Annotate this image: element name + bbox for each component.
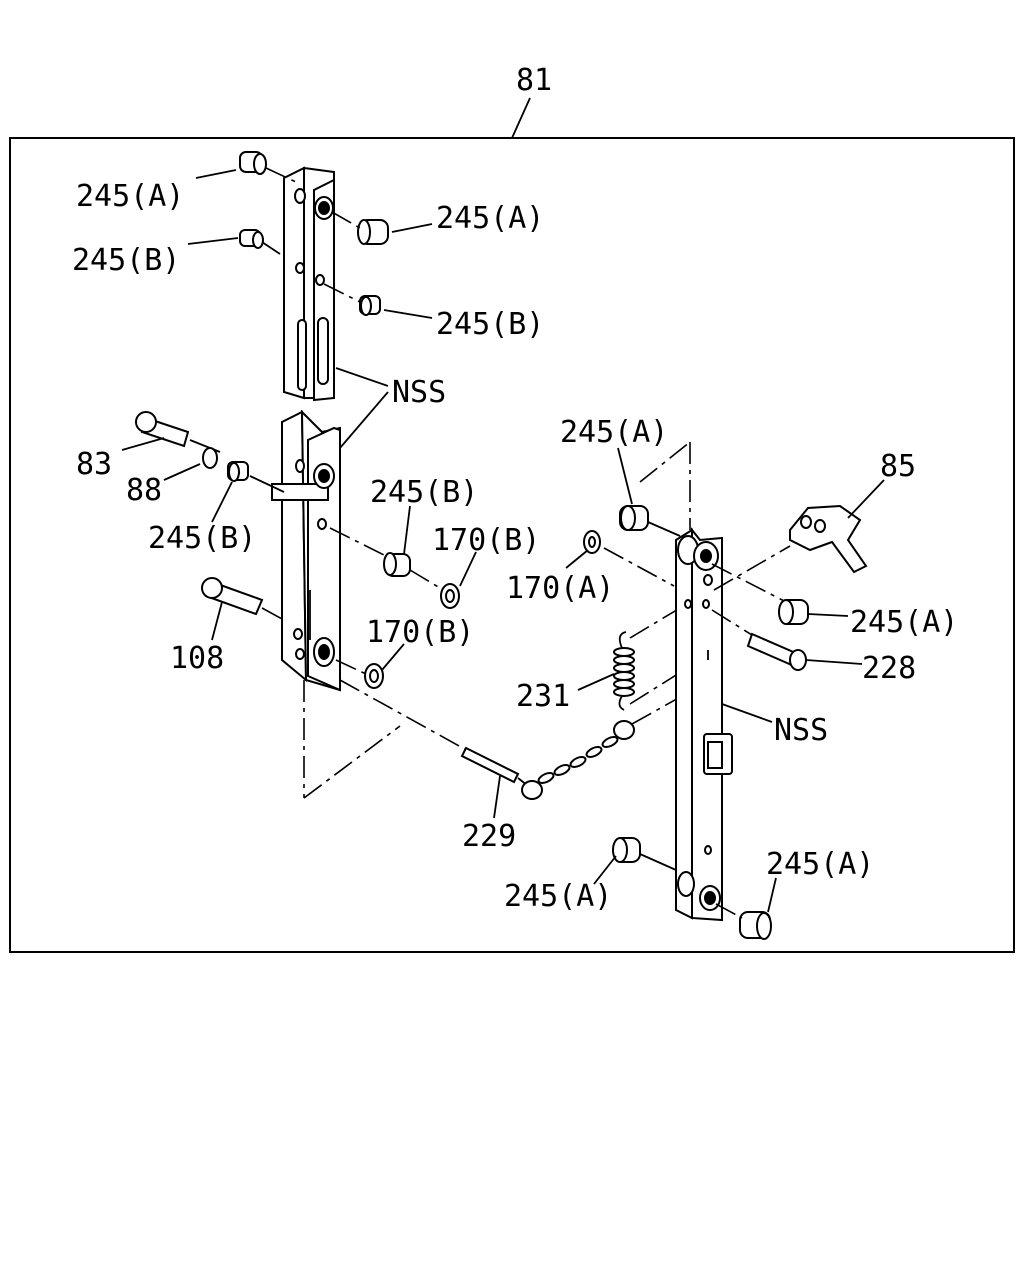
label-231: 231 [516, 679, 570, 714]
label-245b-upper-left: 245(B) [72, 243, 180, 278]
label-229: 229 [462, 819, 516, 854]
bushing-245a-bottom-left [612, 837, 641, 863]
label-245b-lower-left: 245(B) [148, 521, 256, 556]
label-85: 85 [880, 449, 916, 484]
label-83: 83 [76, 447, 112, 482]
washer-88 [202, 447, 218, 469]
label-nss-right: NSS [774, 713, 828, 748]
bushing-245b-lower-left [227, 461, 249, 482]
pin-228 [746, 632, 807, 671]
bushing-245b-middle [383, 552, 411, 577]
label-88: 88 [126, 473, 162, 508]
lower-left-bracket [271, 409, 341, 692]
label-170b-lower: 170(B) [366, 615, 474, 650]
right-long-bracket [675, 527, 733, 922]
latch-85 [789, 504, 868, 574]
upper-left-bracket [283, 166, 335, 402]
label-245b-upper-right: 245(B) [436, 307, 544, 342]
pin-108 [201, 577, 264, 616]
label-170a: 170(A) [506, 571, 614, 606]
bushing-245a-right-top [619, 505, 649, 531]
cable-229 [460, 746, 543, 800]
label-245a-bottom-right: 245(A) [766, 847, 874, 882]
label-245a-upper-left: 245(A) [76, 179, 184, 214]
label-245a-right: 245(A) [850, 605, 958, 640]
bushing-245b-upper-right [359, 295, 381, 316]
bushing-245a-bottom-right [739, 911, 772, 940]
label-245a-upper-right: 245(A) [436, 201, 544, 236]
pin-83 [135, 411, 190, 448]
chain [537, 720, 635, 784]
bushing-245b-upper-left [239, 229, 264, 249]
assembly-label-81: 81 [516, 63, 552, 98]
bushing-245a-upper-left [239, 151, 267, 175]
spring-231 [613, 631, 635, 711]
bushing-245a-upper-right [357, 219, 389, 245]
label-245b-middle: 245(B) [370, 475, 478, 510]
label-170b-upper: 170(B) [432, 523, 540, 558]
label-245a-right-top: 245(A) [560, 415, 668, 450]
bushing-245a-right [778, 599, 809, 625]
label-228: 228 [862, 651, 916, 686]
label-245a-bottom-left: 245(A) [504, 879, 612, 914]
label-nss-left: NSS [392, 375, 446, 410]
label-108: 108 [170, 641, 224, 676]
